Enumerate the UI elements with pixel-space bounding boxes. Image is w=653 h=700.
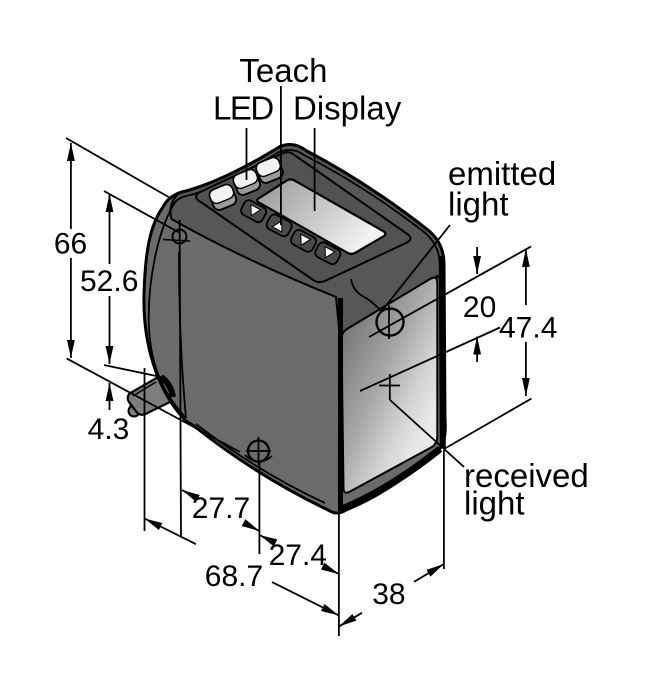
svg-text:4.3: 4.3	[88, 413, 130, 446]
svg-text:27.4: 27.4	[269, 539, 327, 572]
svg-text:52.6: 52.6	[80, 265, 138, 298]
svg-text:20: 20	[463, 291, 496, 324]
svg-text:27.7: 27.7	[192, 492, 250, 525]
svg-text:light: light	[464, 485, 525, 522]
svg-text:38: 38	[372, 578, 405, 611]
svg-text:66: 66	[54, 228, 87, 261]
svg-text:68.7: 68.7	[205, 560, 263, 593]
svg-text:received: received	[464, 457, 589, 494]
svg-text:light: light	[448, 186, 509, 223]
svg-text:LED: LED	[213, 90, 273, 127]
svg-text:Display: Display	[293, 90, 402, 127]
svg-text:Teach: Teach	[239, 52, 327, 89]
svg-text:emitted: emitted	[448, 155, 556, 192]
svg-text:47.4: 47.4	[499, 312, 557, 345]
